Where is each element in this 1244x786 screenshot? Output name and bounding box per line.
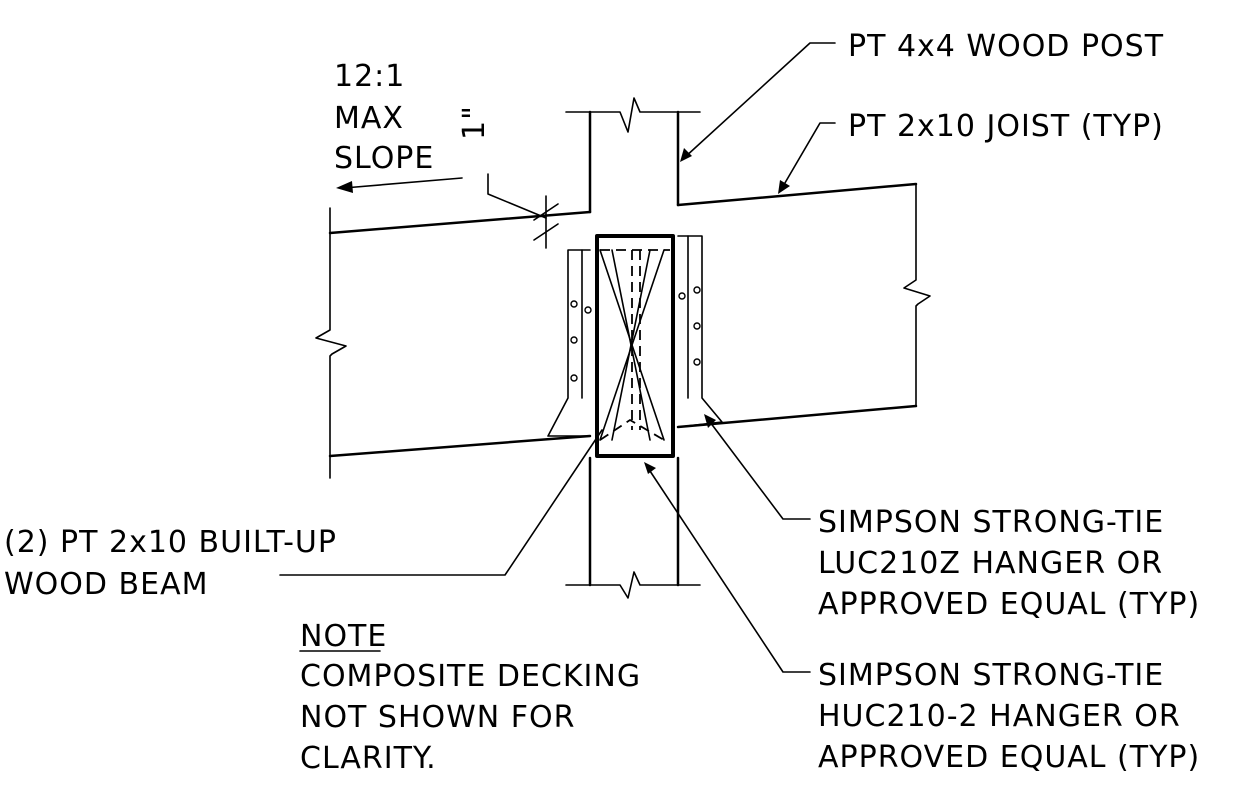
label-luc-3: APPROVED EQUAL (TYP) xyxy=(818,587,1200,622)
left-joist-top xyxy=(328,210,592,235)
luc-hanger-right xyxy=(677,235,723,428)
luc-left-nail-4 xyxy=(584,306,592,314)
left-joist-break xyxy=(315,207,347,479)
label-slope-ratio: 12:1 xyxy=(334,59,405,94)
leader-post xyxy=(683,42,836,159)
built-up-beam xyxy=(599,249,670,441)
label-beam-2: WOOD BEAM xyxy=(4,567,208,602)
label-luc-1: SIMPSON STRONG-TIE xyxy=(818,505,1164,540)
left-joist-bottom xyxy=(328,434,592,458)
luc-right-nail-1 xyxy=(693,286,701,294)
label-post: PT 4x4 WOOD POST xyxy=(848,29,1164,64)
luc-right-nail-3 xyxy=(693,358,701,366)
label-slope-max: MAX xyxy=(334,101,404,136)
dim-tick-top xyxy=(533,203,559,221)
post-break-top xyxy=(565,97,701,133)
leader-luc-arrow xyxy=(704,414,716,428)
label-slope-word: SLOPE xyxy=(334,141,434,176)
right-joist-top xyxy=(676,182,918,207)
luc-right-outline xyxy=(677,235,723,428)
slope-arrow-line xyxy=(343,177,463,189)
label-beam-1: (2) PT 2x10 BUILT-UP xyxy=(4,525,337,560)
right-joist-bottom xyxy=(676,404,918,429)
leader-beam xyxy=(279,429,603,576)
wood-post xyxy=(565,97,701,599)
leader-luc xyxy=(709,421,811,520)
label-note-title: NOTE xyxy=(300,619,387,654)
luc-right-nail-2 xyxy=(693,322,701,330)
dim-tick-bottom xyxy=(533,223,559,241)
luc-right-nail-4 xyxy=(678,292,686,300)
post-break-bottom xyxy=(565,571,701,599)
beam-cross-2 xyxy=(599,249,665,441)
luc-left-nail-2 xyxy=(570,336,578,344)
label-note-3: CLARITY. xyxy=(300,741,437,776)
luc-left-nail-3 xyxy=(570,374,578,382)
slope-arrowhead xyxy=(336,181,353,193)
luc-left-nail-1 xyxy=(570,300,578,308)
luc-left-outline xyxy=(547,249,591,437)
right-joist-break xyxy=(903,183,931,407)
beam-dashed-bottom xyxy=(599,418,665,441)
label-huc-3: APPROVED EQUAL (TYP) xyxy=(818,740,1200,775)
left-joist xyxy=(315,207,592,479)
label-dimension: 1" xyxy=(457,105,492,140)
label-luc-2: LUC210Z HANGER OR xyxy=(818,546,1163,581)
label-note-1: COMPOSITE DECKING xyxy=(300,659,641,694)
label-joist: PT 2x10 JOIST (TYP) xyxy=(848,109,1164,144)
slope-arrow xyxy=(336,177,463,193)
right-joist xyxy=(676,182,931,429)
label-huc-2: HUC210-2 HANGER OR xyxy=(818,699,1181,734)
luc-hanger-left xyxy=(547,249,592,437)
huc210-hanger xyxy=(595,234,675,458)
leader-huc-arrow xyxy=(644,462,656,474)
leader-huc xyxy=(647,467,811,673)
label-huc-1: SIMPSON STRONG-TIE xyxy=(818,658,1164,693)
beam-cross-4 xyxy=(611,249,651,441)
dim-leader xyxy=(487,173,547,219)
leader-joist xyxy=(781,122,836,189)
label-note-2: NOT SHOWN FOR xyxy=(300,700,576,735)
leader-joist-arrow xyxy=(778,180,790,194)
dimension-1in xyxy=(487,173,559,249)
leader-post-arrow xyxy=(680,148,692,162)
